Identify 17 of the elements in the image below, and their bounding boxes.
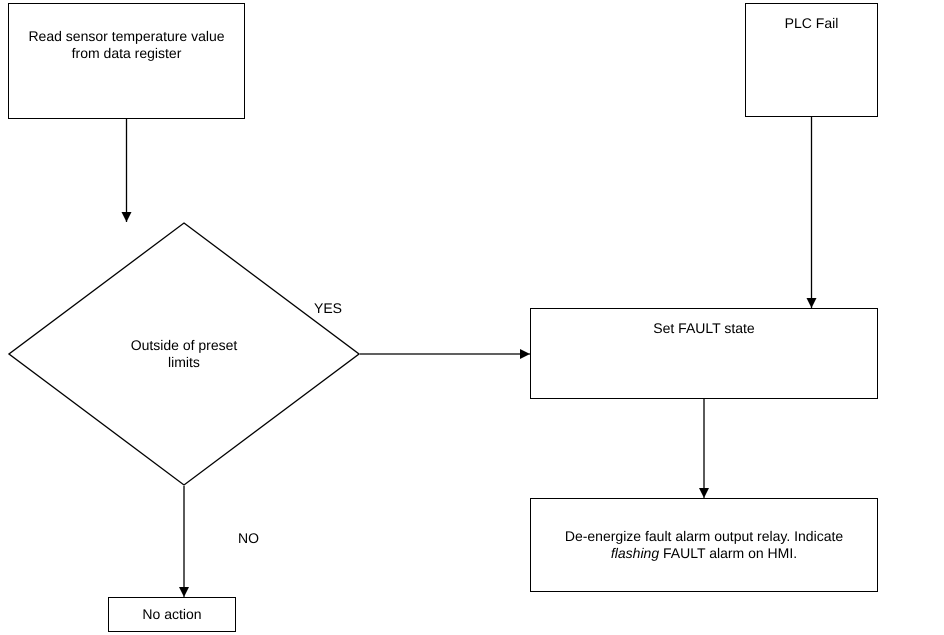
node-text: PLC Fail bbox=[784, 15, 838, 32]
arrow bbox=[360, 349, 530, 359]
process-box bbox=[530, 498, 878, 592]
arrow bbox=[122, 119, 132, 222]
node-text: Read sensor temperature value from data register bbox=[27, 28, 226, 62]
node-text: Outside of preset limits bbox=[130, 337, 238, 371]
node-text: No action bbox=[142, 606, 202, 623]
process-box bbox=[108, 597, 236, 632]
process-box bbox=[745, 3, 878, 117]
arrow bbox=[806, 117, 816, 308]
process-box bbox=[8, 3, 245, 119]
process-box bbox=[530, 308, 878, 399]
arrow bbox=[699, 399, 709, 498]
arrow bbox=[179, 486, 189, 597]
node-text: De-energize fault alarm output relay. Indicate flashing FAULT alarm on HMI. bbox=[564, 528, 844, 562]
decision-diamond bbox=[8, 222, 360, 486]
node-text: Set FAULT state bbox=[653, 320, 755, 337]
